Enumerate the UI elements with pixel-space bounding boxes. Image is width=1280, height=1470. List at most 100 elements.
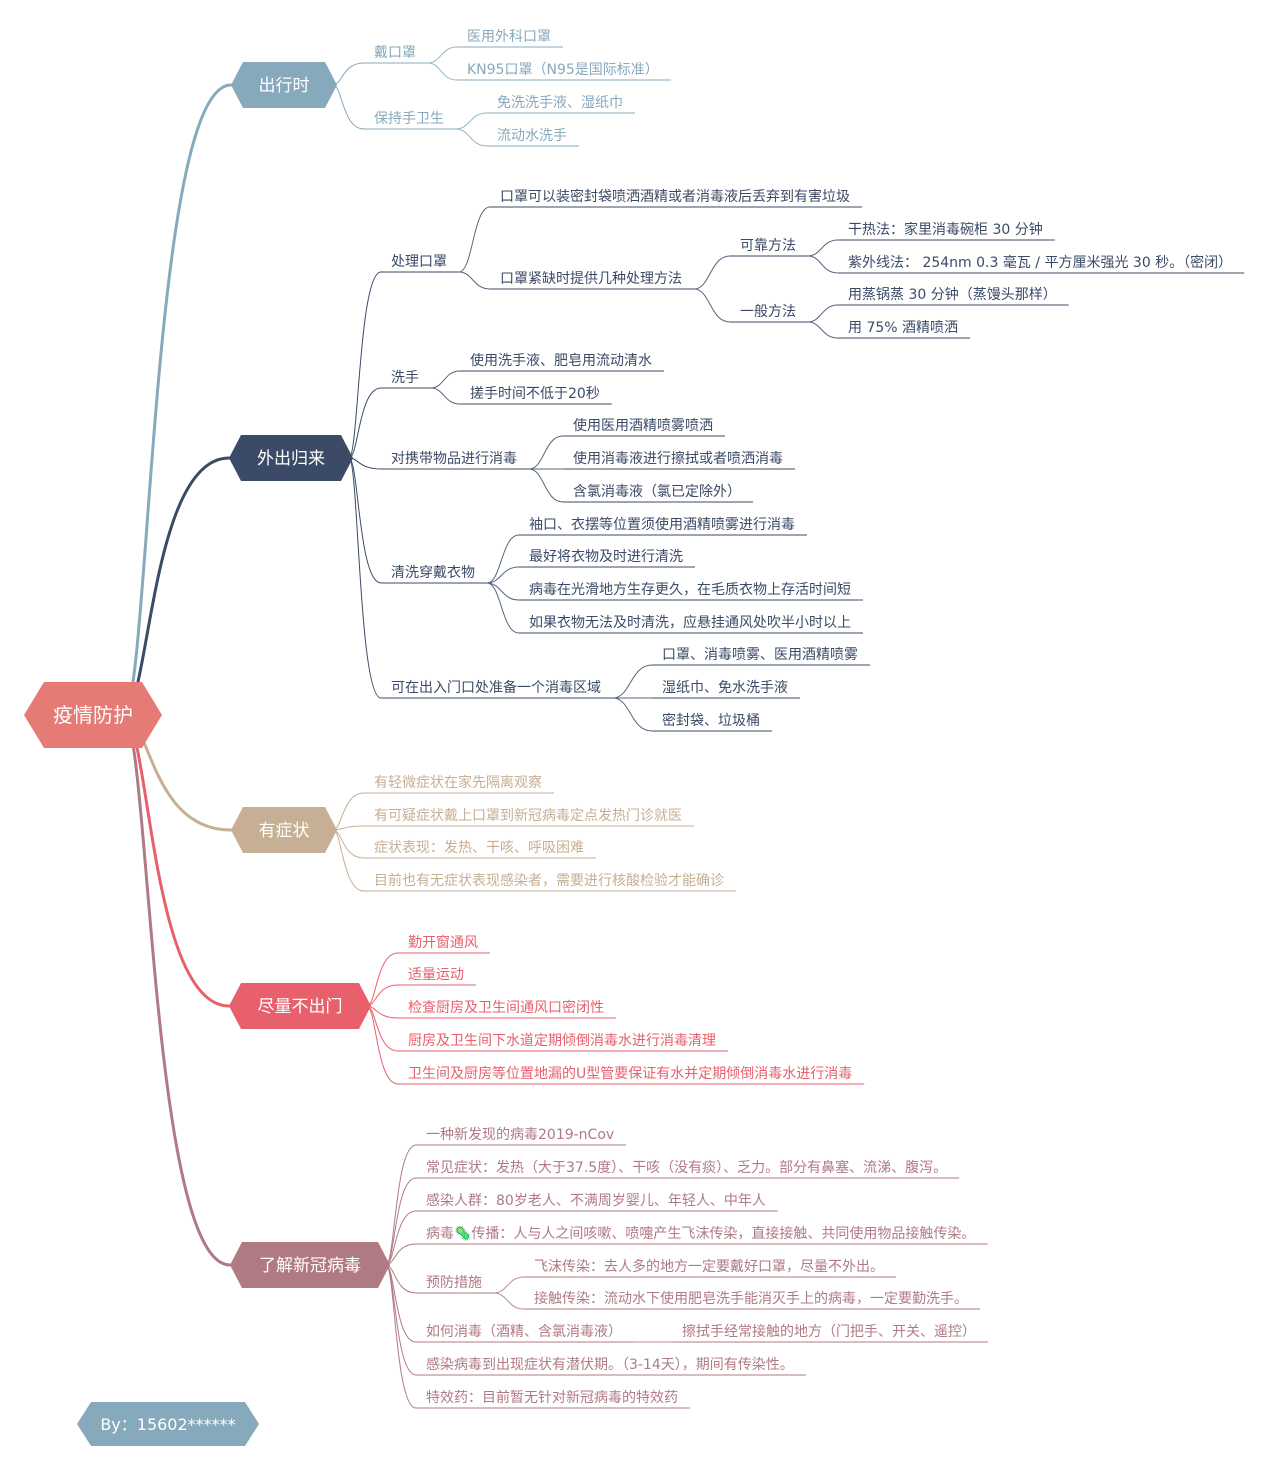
branch-node[interactable]: 了解新冠病毒 — [230, 1242, 390, 1288]
connector — [427, 46, 458, 64]
connector — [493, 1276, 525, 1294]
sub-node: KN95口罩（N95是国际标准） — [467, 62, 659, 78]
level1-node: 症状表现：发热、干咳、呼吸困难 — [374, 840, 584, 856]
connector — [807, 321, 839, 339]
connector — [385, 1264, 417, 1409]
connector — [807, 239, 839, 257]
level1-node: 特效药：目前暂无针对新冠病毒的特效药 — [426, 1389, 678, 1406]
branch-title: 有症状 — [259, 821, 310, 841]
connector — [348, 271, 382, 459]
signature-text: By：15602****** — [100, 1415, 235, 1434]
connector — [455, 128, 488, 147]
level1-node: 可在出入门口处准备一个消毒区域 — [391, 679, 601, 696]
level1-node: 如何消毒（酒精、含氯消毒液） — [426, 1324, 622, 1340]
level1-node: 厨房及卫生间下水道定期倾倒消毒水进行消毒清理 — [408, 1033, 716, 1049]
signature-badge: By：15602****** — [77, 1402, 259, 1446]
level1-node: 适量运动 — [408, 967, 464, 983]
level1-node: 清洗穿戴衣物 — [391, 565, 475, 581]
sub-node: 含氯消毒液（氯已定除外） — [573, 484, 741, 500]
branch-node[interactable]: 外出归来 — [229, 435, 353, 481]
sub-node: 使用洗手液、肥皂用流动清水 — [470, 352, 652, 369]
sub-node: 免洗洗手液、湿纸巾 — [497, 95, 623, 111]
connector — [612, 697, 653, 732]
sub-node: 最好将衣物及时进行清洗 — [529, 549, 683, 565]
branch-node[interactable]: 尽量不出门 — [229, 983, 371, 1029]
sub-node: 用 75% 酒精喷洒 — [848, 320, 958, 336]
connector — [385, 1177, 417, 1266]
level1-node: 有轻微症状在家先隔离观察 — [374, 774, 542, 791]
sub-node: 密封袋、垃圾桶 — [662, 712, 760, 729]
branch-connector — [121, 456, 231, 717]
connector — [430, 387, 461, 405]
connector — [807, 304, 839, 323]
root-node[interactable]: 疫情防护 — [24, 682, 162, 748]
sub-node: 医用外科口罩 — [467, 29, 551, 45]
branch-hexagon — [229, 435, 353, 481]
signature-hexagon — [77, 1402, 259, 1446]
level1-node: 感染人群：80岁老人、不满周岁婴儿、年轻人、中年人 — [426, 1192, 766, 1209]
connector — [332, 792, 365, 831]
sub-node: 口罩、消毒喷雾、医用酒精喷雾 — [662, 647, 858, 663]
connector — [366, 984, 399, 1007]
sub-node: 使用医用酒精喷雾喷洒 — [573, 417, 713, 434]
sub-node: 一般方法 — [740, 304, 796, 320]
sub-node: 病毒在光滑地方生存更久，在毛质衣物上存活时间短 — [529, 581, 851, 598]
root-title: 疫情防护 — [53, 703, 133, 727]
level1-node: 处理口罩 — [391, 254, 447, 270]
level1-node: 一种新发现的病毒2019-nCov — [426, 1127, 614, 1143]
sub-node: 紫外线法： 254nm 0.3 毫瓦 / 平方厘米强光 30 秒。（密闭） — [848, 254, 1232, 271]
connector — [332, 84, 365, 130]
connector — [486, 534, 520, 584]
branch-connector — [121, 713, 231, 1008]
sub-node: 流动水洗手 — [497, 128, 567, 144]
sub-node: 可靠方法 — [740, 238, 796, 254]
branch-hexagon — [231, 62, 337, 108]
level1-node: 常见症状：发热（大于37.5度）、干咳（没有痰）、乏力。部分有鼻塞、流涕、腹泻。 — [426, 1159, 947, 1176]
sub-node: 口罩紧缺时提供几种处理方法 — [500, 271, 682, 287]
connector — [332, 829, 365, 892]
sub-node: 袖口、衣摆等位置须使用酒精喷雾进行消毒 — [529, 516, 795, 533]
branch-connector — [121, 83, 233, 717]
level1-node: 保持手卫生 — [374, 111, 444, 127]
level1-node: 感染病毒到出现症状有潜伏期。（3-14天），期间有传染性。 — [426, 1356, 794, 1373]
sub-node: 用蒸锅蒸 30 分钟（蒸馒头那样） — [848, 286, 1057, 303]
branch-title: 外出归来 — [257, 449, 325, 469]
connector — [385, 1144, 417, 1266]
sub-node: 湿纸巾、免水洗手液 — [662, 680, 788, 696]
connector — [430, 370, 461, 389]
connector — [348, 457, 382, 470]
connector — [458, 271, 491, 290]
branch-hexagon — [229, 983, 371, 1029]
connector — [366, 952, 399, 1007]
sub-node: 干热法：家里消毒碗柜 30 分钟 — [848, 221, 1043, 238]
level1-node: 有可疑症状戴上口罩到新冠病毒定点发热门诊就医 — [374, 808, 682, 824]
connector — [332, 62, 365, 86]
connector — [458, 206, 491, 273]
level1-node: 卫生间及厨房等位置地漏的U型管要保证有水并定期倾倒消毒水进行消毒 — [408, 1065, 852, 1082]
sub-node: 接触传染：流动水下使用肥皂洗手能消灭手上的病毒，一定要勤洗手。 — [534, 1290, 968, 1307]
branch-title: 出行时 — [259, 76, 310, 96]
connector — [332, 829, 365, 859]
root-hexagon — [24, 682, 162, 748]
connector — [366, 1005, 399, 1085]
connector — [807, 255, 839, 274]
branch-title: 了解新冠病毒 — [259, 1256, 361, 1276]
branch-connector — [121, 713, 232, 1267]
branch-node[interactable]: 出行时 — [231, 62, 337, 108]
connector — [612, 664, 653, 699]
sub-node: 飞沫传染：去人多的地方一定要戴好口罩，尽量不外出。 — [534, 1258, 884, 1275]
level1-node: 戴口罩 — [374, 45, 416, 61]
sub-node: 如果衣物无法及时清洗，应悬挂通风处吹半小时以上 — [529, 614, 851, 631]
connector — [366, 1005, 399, 1019]
sub-node: 口罩可以装密封袋喷洒酒精或者消毒液后丢弃到有害垃圾 — [500, 188, 850, 205]
connector — [693, 255, 731, 290]
connector — [455, 112, 488, 130]
sub-node: 使用消毒液进行擦拭或者喷洒消毒 — [573, 450, 783, 467]
connector — [493, 1292, 525, 1310]
level1-node: 检查厨房及卫生间通风口密闭性 — [408, 999, 604, 1016]
level1-node: 勤开窗通风 — [408, 934, 478, 951]
connector — [348, 387, 382, 459]
branch-node[interactable]: 有症状 — [231, 807, 337, 853]
connector — [486, 582, 520, 634]
